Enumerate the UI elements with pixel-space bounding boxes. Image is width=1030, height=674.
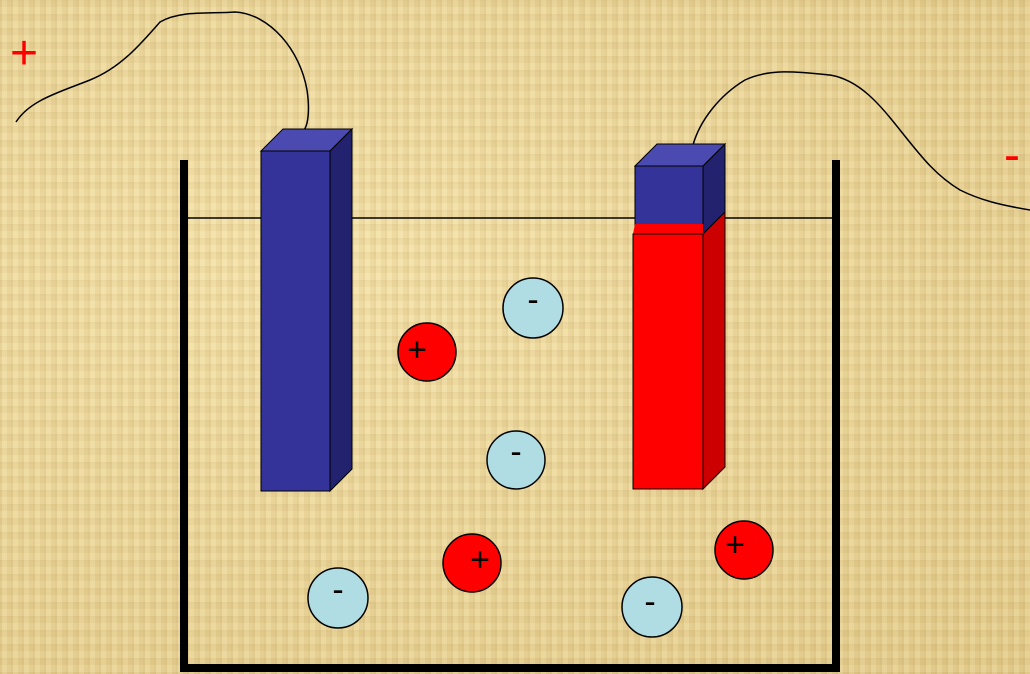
ion-anion: - (307, 567, 369, 629)
positive-wire (15, 11, 310, 131)
anode-electrode (259, 127, 354, 493)
svg-text:-: - (510, 433, 521, 471)
svg-text:+: + (470, 541, 490, 579)
ion-cation: + (397, 322, 457, 382)
svg-text:-: - (527, 281, 538, 319)
cathode-electrode (633, 142, 727, 236)
ion-cation: + (714, 520, 774, 580)
svg-text:+: + (407, 331, 427, 369)
positive-terminal-sign: + (10, 27, 39, 80)
ion-anion: - (486, 430, 546, 490)
ion-cation: + (442, 533, 502, 593)
ion-anion: - (621, 576, 683, 638)
svg-text:+: + (725, 526, 745, 564)
ion-anion: - (502, 277, 564, 339)
negative-terminal-sign: - (1004, 129, 1020, 182)
svg-text:-: - (332, 571, 343, 609)
beaker (180, 160, 840, 672)
svg-text:-: - (644, 583, 655, 621)
cathode-deposit (632, 210, 726, 491)
negative-wire (692, 71, 1030, 211)
